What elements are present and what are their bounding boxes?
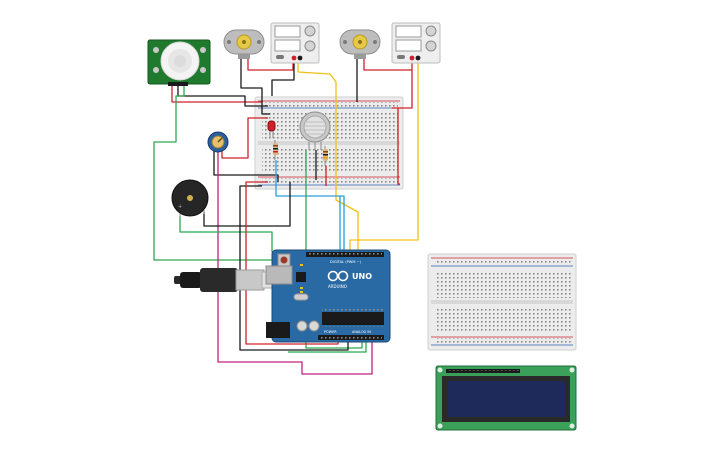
- wire-magenta-loop: [296, 340, 373, 375]
- pir-motion-sensor: [147, 39, 211, 86]
- lcd-16x2: [435, 365, 577, 431]
- breadboard-right: [427, 253, 577, 351]
- arduino-logo: [327, 270, 349, 282]
- resistor-1: [273, 140, 278, 160]
- wires: [153, 58, 419, 375]
- wire-pot-magenta: [217, 152, 296, 363]
- analog-pins-label: ANALOG IN: [352, 330, 371, 334]
- arduino-uno: UNO ARDUINO DIGITAL (PWM ~) POWER ANALOG…: [265, 249, 391, 343]
- dc-motor-right: [339, 29, 381, 59]
- wire-pot-red: [221, 117, 268, 159]
- wire-pir-green: [153, 84, 300, 261]
- power-supply-left: [270, 22, 320, 64]
- breadboard-top: [254, 96, 404, 190]
- wire-gnd-black: [239, 185, 349, 351]
- wire-buzzer-green: [179, 216, 273, 252]
- wire-motor-right-red: [363, 58, 413, 71]
- dc-motor-left: [223, 29, 265, 59]
- arduino-brand: ARDUINO: [328, 284, 347, 289]
- wire-pir-red: [171, 84, 262, 103]
- svg-text:+: +: [178, 204, 182, 210]
- wire-gas-green: [305, 150, 363, 349]
- wire-psu-right-red: [398, 70, 413, 109]
- resistor-2: [323, 146, 328, 166]
- digital-pins-label: DIGITAL (PWM ~): [330, 260, 362, 264]
- arduino-model: UNO: [352, 272, 372, 281]
- power-pins-label: POWER: [324, 330, 337, 334]
- wire-psu-left-yellow: [297, 60, 359, 252]
- wire-psu-left-black: [271, 60, 295, 96]
- wire-motor-left-red: [247, 58, 294, 71]
- gas-sensor: [299, 111, 331, 150]
- piezo-buzzer: +: [171, 179, 209, 218]
- wire-red-power: [392, 107, 400, 185]
- wire-led-blue: [275, 160, 345, 252]
- wire-psu-right-yellow: [349, 60, 419, 252]
- power-supply-right: [391, 22, 441, 64]
- wire-5v-red: [245, 181, 339, 345]
- wire-buzzer-black: [203, 182, 291, 227]
- wire-motor-left-black: [240, 58, 270, 115]
- wire-green-analog: [288, 340, 367, 353]
- potentiometer: [207, 131, 229, 153]
- wire-pot-black: [213, 150, 279, 182]
- wire-pir-black: [177, 84, 268, 107]
- red-led: [267, 120, 276, 138]
